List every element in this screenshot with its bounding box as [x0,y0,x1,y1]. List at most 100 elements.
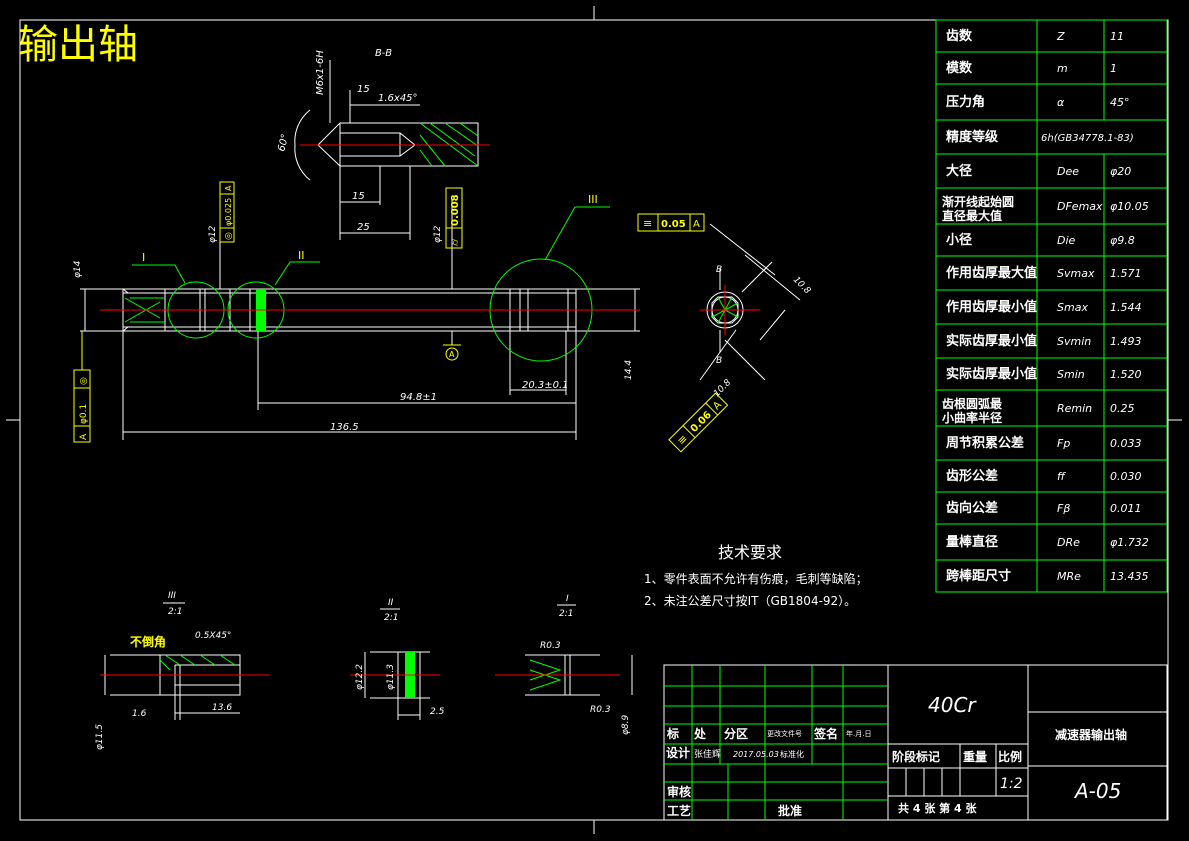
param-name: 小径 [946,232,972,248]
weight-label: 重量 [963,749,987,764]
detail-scale-ii: 2:1 [384,613,398,623]
dim-phi122: φ12.2 [355,664,365,690]
note-no-chamfer: 不倒角 [130,634,166,649]
stage-label: 阶段标记 [892,749,940,764]
tb-designer: 张佳辉 [694,748,721,760]
dim-phi11: φ11.5 [95,724,105,750]
material: 40Cr [928,693,977,717]
dim-25: 25 [357,222,370,233]
detail-label-i: I [142,251,145,264]
param-name: 作用齿厚最大值 [946,265,1037,281]
tb-biao: 标 [666,726,679,741]
dim-20: 20.3±0.1 [522,380,569,391]
tb-review: 审核 [667,784,691,799]
detail-label-ii: II [298,249,305,262]
param-name-cont: 直径最大值 [942,208,1002,223]
tol-round-ref: A [224,185,233,191]
param-name: 实际齿厚最小值 [946,366,1037,382]
section-bb-view: B-B M6x1-6H 15 1 [276,48,490,240]
param-value: 0.25 [1110,402,1135,415]
main-shaft-view: I II III φ14 φ12 φ12 ◎ φ0.025 A ⌭ 0.008 … [73,181,640,443]
param-symbol: Fβ [1057,502,1070,515]
param-name: 齿数 [946,28,973,44]
dim-15b: 15 [352,191,365,202]
param-value: 13.435 [1110,570,1149,583]
dim-14: 14.4 [624,360,634,380]
detail-label-iii: III [588,193,598,206]
param-value: 1.544 [1110,301,1142,314]
dim-chamfer: 1.6x45° [378,93,418,104]
tol-top-sym: ≡ [643,217,652,230]
param-name: 渐开线起始圆 [942,194,1014,209]
param-name: 大径 [946,163,972,179]
tolerance-frame-round: ◎ φ0.025 A [219,181,235,243]
title-block: 40Cr 减速器输出轴 A-05 阶段标记 重量 比例 1:2 共 4 张 第 … [663,664,1168,821]
param-value: φ20 [1110,165,1131,178]
param-symbol: DRe [1057,536,1080,549]
dim-phi14: φ14 [73,260,83,278]
section-label: B-B [375,48,392,59]
param-name: 精度等级 [946,129,999,145]
dim-phi12b: φ12 [433,225,443,243]
datum-a: A [443,344,461,361]
dim-136: 136.5 [330,422,359,433]
tech-req-heading: 技术要求 [718,543,782,562]
tolerance-frame-bottom: ≡ 0.06 A [668,392,729,453]
param-value: 0.033 [1110,437,1142,450]
tb-std: 标准化 [780,749,804,759]
param-symbol: Svmin [1057,335,1091,348]
tb-date-label: 年.月.日 [846,729,871,738]
param-name-cont: 小曲率半径 [942,410,1002,425]
param-name: 齿形公差 [946,468,998,484]
dim-25b: 2.5 [430,707,445,717]
param-value: φ9.8 [1110,234,1135,247]
param-value: 0.030 [1110,470,1142,483]
dim-phi113: φ11.3 [386,664,396,690]
param-symbol: DFemax [1057,200,1103,213]
technical-requirements: 技术要求 1、零件表面不允许有伤痕，毛刺等缺陷； 2、未注公差尺寸按IT（GB1… [644,543,868,608]
param-symbol: Dee [1057,165,1079,178]
param-symbol: Svmax [1057,267,1095,280]
tolerance-frame-cyl: ⌭ 0.008 [445,187,463,249]
detail-num-i: I [566,594,569,604]
dim-phi89: φ8.9 [621,714,631,735]
param-value: 1 [1110,62,1117,75]
drawing-title: 输出轴 [18,22,138,68]
tb-approve: 批准 [778,803,802,818]
dim-r03b: R0.3 [590,705,611,715]
param-value: 45° [1110,96,1130,109]
tb-sign: 签名 [813,726,838,741]
tech-req-item-1: 1、零件表面不允许有伤痕，毛刺等缺陷； [644,571,868,586]
sheet-count: 共 4 张 第 4 张 [898,801,977,815]
dim-108b: 10.8 [712,378,733,399]
tol-top-val: 0.05 [661,219,686,230]
param-symbol: m [1057,62,1068,75]
tol-left-val: φ0.1 [79,404,89,424]
part-name: 减速器输出轴 [1055,727,1127,742]
param-name: 周节积累公差 [946,435,1024,451]
scale-label: 比例 [998,749,1022,764]
param-value: 0.011 [1110,502,1142,515]
param-symbol: Z [1056,30,1065,43]
scale-value: 1:2 [1000,776,1023,792]
tol-left-ref: A [79,433,89,440]
detail-scale-iii: 2:1 [168,607,182,617]
tol-round-sym: ◎ [224,232,234,240]
param-name: 作用齿厚最小值 [946,299,1037,315]
datum-label: A [449,350,455,359]
tolerance-frame-left: A φ0.1 ◎ [73,331,91,443]
dim-05: 0.5X45° [195,631,231,641]
end-view: B B 10.8 10.8 ≡ 0.05 A ≡ 0.06 A [637,213,812,453]
tolerance-frame-top: ≡ 0.05 A [637,213,705,232]
tol-cyl-sym: ⌭ [450,238,461,246]
param-name: 压力角 [946,94,985,110]
param-name: 量棒直径 [946,534,998,550]
dim-94: 94.8±1 [400,392,437,403]
tb-design: 设计 [666,745,690,760]
detail-scale-i: 2:1 [559,609,573,619]
tol-cyl-val: 0.008 [450,194,461,226]
detail-num-iii: III [168,591,176,601]
dim-16: 1.6 [132,709,147,719]
param-value: 11 [1110,30,1124,43]
param-name: 齿根圆弧最 [942,396,1003,411]
